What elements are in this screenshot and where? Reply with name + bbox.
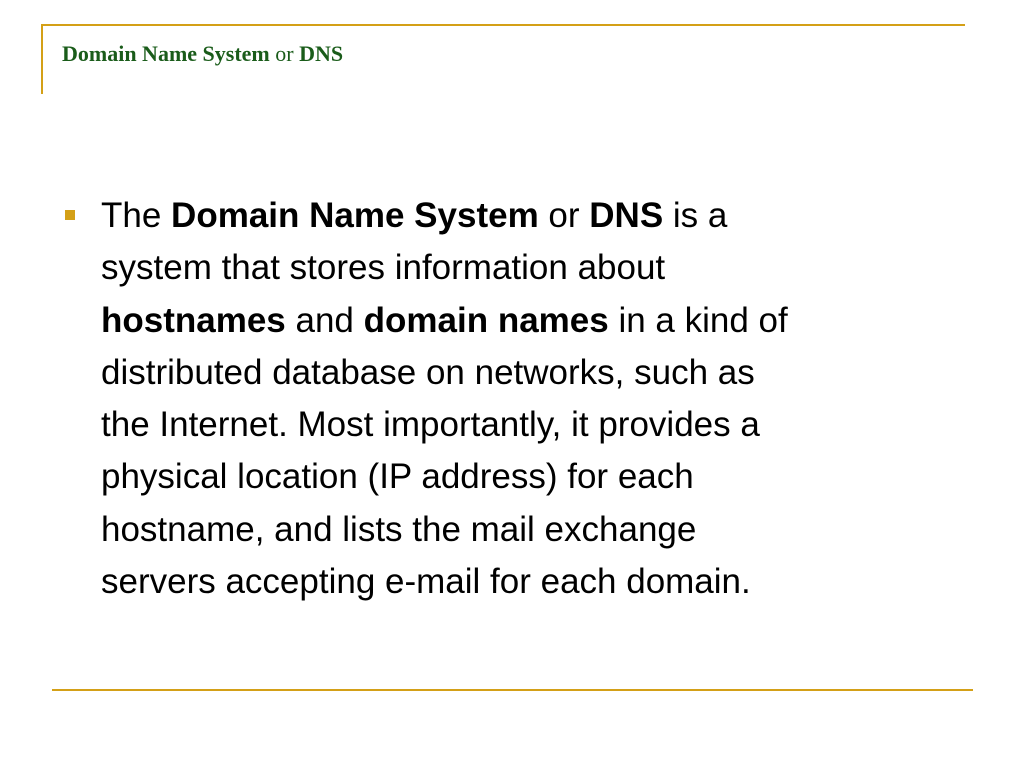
bold-term-dns: DNS bbox=[589, 196, 664, 235]
text-line: distributed database on networks, such a… bbox=[101, 352, 755, 392]
title-conjunction: or bbox=[269, 41, 300, 66]
text-line: servers accepting e-mail for each domain… bbox=[101, 562, 751, 602]
square-bullet-icon bbox=[65, 210, 75, 220]
text-run: and bbox=[285, 300, 364, 340]
text-run: The bbox=[101, 196, 172, 235]
bold-term-domain-names: domain names bbox=[363, 300, 609, 340]
text-run: is a bbox=[663, 196, 728, 235]
text-line: hostname, and lists the mail exchange bbox=[101, 509, 697, 549]
title-term: Domain Name System bbox=[62, 41, 270, 66]
bullet-paragraph: The Domain Name System or DNS is a system… bbox=[101, 190, 971, 608]
text-line: the Internet. Most importantly, it provi… bbox=[101, 405, 760, 445]
title-frame-top-rule bbox=[41, 24, 965, 26]
footer-rule bbox=[52, 689, 973, 691]
text-run: or bbox=[538, 196, 590, 235]
text-line: physical location (IP address) for each bbox=[101, 457, 694, 497]
text-line: system that stores information about bbox=[101, 248, 666, 288]
slide-title: Domain Name System or DNS bbox=[62, 40, 343, 68]
bold-term-hostnames: hostnames bbox=[101, 300, 286, 340]
text-run: in a kind of bbox=[608, 300, 788, 340]
bold-term-domain-name-system: Domain Name System bbox=[171, 196, 539, 235]
title-frame-left-rule bbox=[41, 24, 43, 94]
title-acronym: DNS bbox=[299, 41, 344, 66]
